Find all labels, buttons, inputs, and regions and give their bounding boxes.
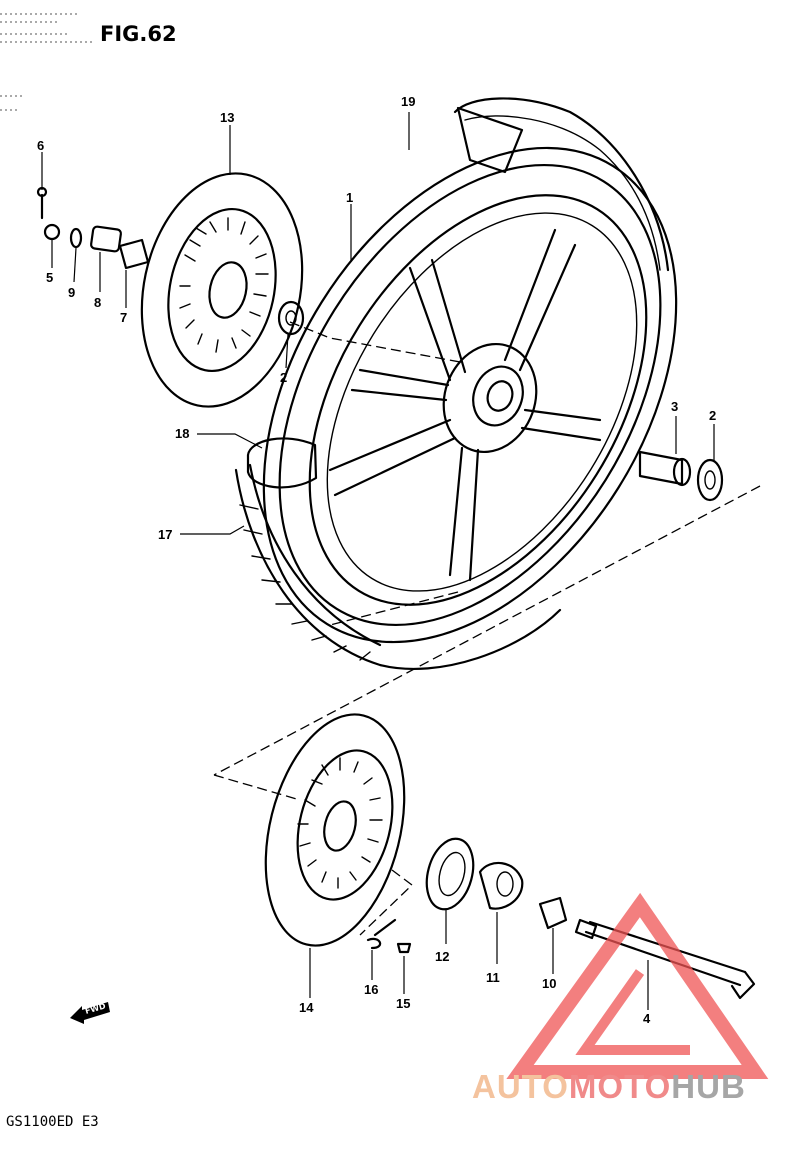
callout-19: 19 bbox=[401, 94, 415, 109]
callout-1: 1 bbox=[346, 190, 353, 205]
spacer-3-seal-2 bbox=[638, 450, 724, 502]
scan-noise bbox=[0, 13, 95, 111]
callout-2-right: 2 bbox=[709, 408, 716, 423]
callout-2-left: 2 bbox=[280, 370, 287, 385]
model-code: GS1100ED E3 bbox=[6, 1114, 99, 1130]
callout-7: 7 bbox=[120, 310, 127, 325]
explode-lines bbox=[213, 321, 761, 936]
callout-6: 6 bbox=[37, 138, 44, 153]
callout-10: 10 bbox=[542, 976, 556, 991]
small-parts-lower bbox=[366, 837, 756, 1000]
callout-13: 13 bbox=[220, 110, 234, 125]
forward-arrow-icon: FWD bbox=[70, 1001, 110, 1024]
watermark-text: AUTOMOTOHUB bbox=[472, 1068, 746, 1105]
callout-11: 11 bbox=[486, 970, 500, 985]
callout-16: 16 bbox=[364, 982, 378, 997]
leader-lines bbox=[41, 112, 715, 1010]
callout-8: 8 bbox=[94, 295, 101, 310]
small-parts-left bbox=[36, 186, 305, 336]
callout-15: 15 bbox=[396, 996, 410, 1011]
callout-17: 17 bbox=[158, 527, 172, 542]
callout-3: 3 bbox=[671, 399, 678, 414]
figure-title: FIG.62 bbox=[100, 22, 177, 46]
callout-14: 14 bbox=[299, 1000, 314, 1015]
callouts: 6 5 9 8 7 13 2 1 19 18 17 3 2 12 11 10 4… bbox=[37, 94, 716, 1026]
callout-9: 9 bbox=[68, 285, 75, 300]
automotohub-watermark: AUTOMOTOHUB bbox=[472, 892, 769, 1105]
callout-12: 12 bbox=[435, 949, 449, 964]
triangle-logo-icon bbox=[506, 892, 769, 1079]
brake-disc-14 bbox=[264, 713, 406, 947]
wheel-rim bbox=[234, 97, 678, 670]
callout-4: 4 bbox=[643, 1011, 651, 1026]
brake-disc-13 bbox=[140, 172, 304, 408]
callout-5: 5 bbox=[46, 270, 53, 285]
callout-18: 18 bbox=[175, 426, 189, 441]
